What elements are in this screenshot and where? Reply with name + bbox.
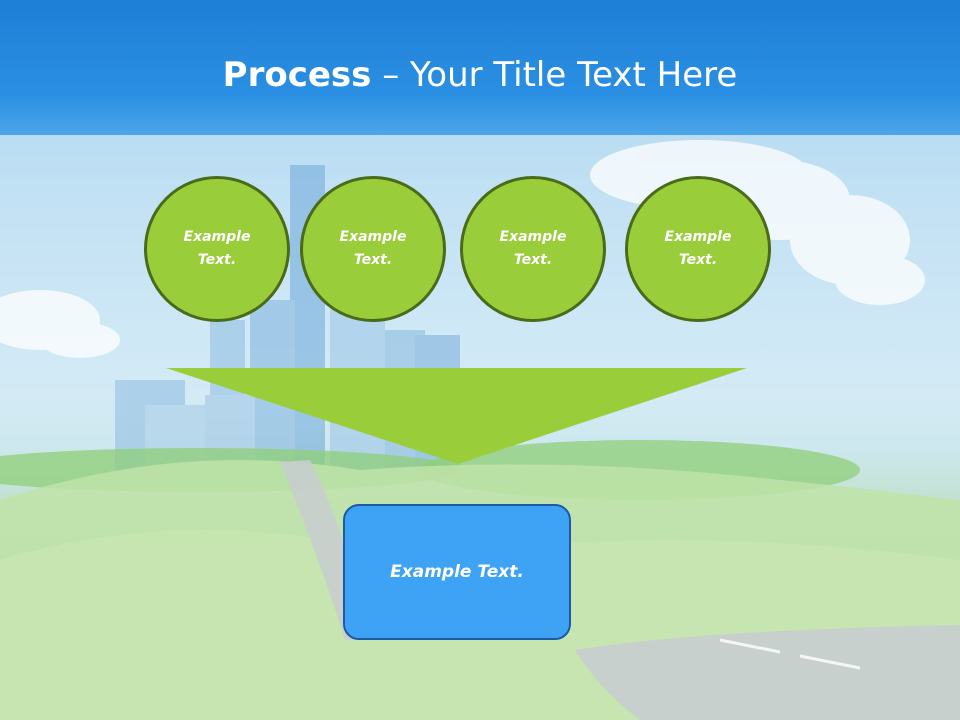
clouds xyxy=(0,140,925,358)
step-label-line1: Example xyxy=(183,229,251,245)
title-bold: Process xyxy=(222,55,372,95)
step-label-line1: Example xyxy=(664,229,732,245)
title-band: Process – Your Title Text Here xyxy=(0,0,960,135)
step-label-line2: Text. xyxy=(197,252,237,268)
step-label-line2: Text. xyxy=(678,252,718,268)
funnel-triangle xyxy=(166,368,747,464)
step-label-line2: Text. xyxy=(353,252,393,268)
title-dash: – xyxy=(371,55,411,95)
title-text: Your Title Text Here xyxy=(410,55,738,95)
step-label-line1: Example xyxy=(499,229,567,245)
result-box[interactable]: Example Text. xyxy=(343,504,571,640)
result-label: Example Text. xyxy=(390,562,524,582)
step-label-line1: Example xyxy=(339,229,407,245)
step-label-line2: Text. xyxy=(513,252,553,268)
page-title: Process – Your Title Text Here xyxy=(0,52,960,98)
